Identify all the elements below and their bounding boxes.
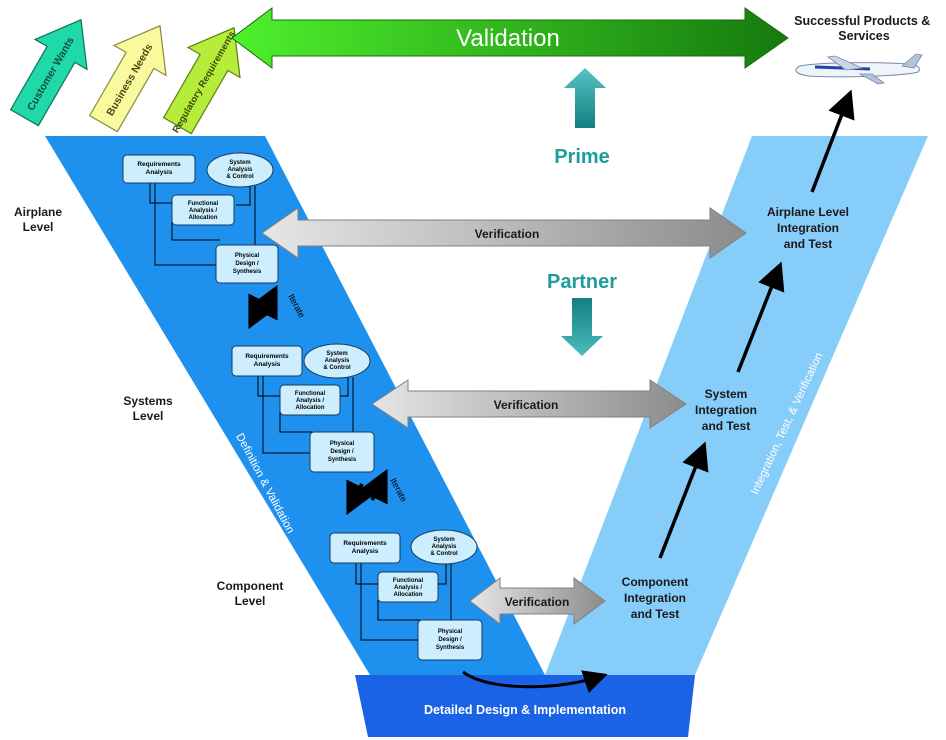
system-analysis-ellipse-airplane (206, 152, 274, 188)
verification-arrow-component: Verification (469, 576, 606, 626)
bottom-label: Detailed Design & Implementation (424, 703, 626, 717)
functional-box-systems (279, 384, 341, 416)
requirements-box-component (329, 532, 401, 564)
prime-label: Prime (554, 146, 610, 168)
system-analysis-ellipse-systems (303, 343, 371, 379)
prime-up-arrow (564, 68, 606, 128)
verification-label-systems: Verification (494, 398, 559, 412)
verification-label-component: Verification (505, 595, 570, 609)
validation-label: Validation (456, 25, 560, 52)
bottom-curved-arrow (462, 670, 608, 694)
up-arrow-component-to-system (658, 441, 709, 559)
bottom-bar (355, 675, 695, 737)
requirements-box-systems (231, 345, 303, 377)
up-arrow-airplane-to-product (810, 89, 855, 193)
physical-box-airplane (215, 244, 279, 284)
partner-label: Partner (547, 271, 617, 293)
validation-arrow (231, 7, 789, 69)
requirements-box-airplane (122, 154, 196, 184)
system-analysis-ellipse-component (410, 529, 478, 565)
partner-down-arrow (561, 298, 603, 356)
verification-arrow-systems: Verification (371, 379, 687, 429)
airplane-icon (795, 53, 923, 85)
physical-box-systems (309, 431, 375, 473)
functional-box-airplane (171, 194, 235, 226)
v-right-panel (545, 136, 928, 675)
functional-box-component (377, 571, 439, 603)
physical-box-component (417, 619, 483, 661)
verification-arrow-airplane: Verification (261, 207, 747, 259)
up-arrow-system-to-airplane (736, 261, 785, 373)
verification-label-airplane: Verification (475, 227, 540, 241)
outcome-label: Successful Products & Services (794, 14, 934, 43)
